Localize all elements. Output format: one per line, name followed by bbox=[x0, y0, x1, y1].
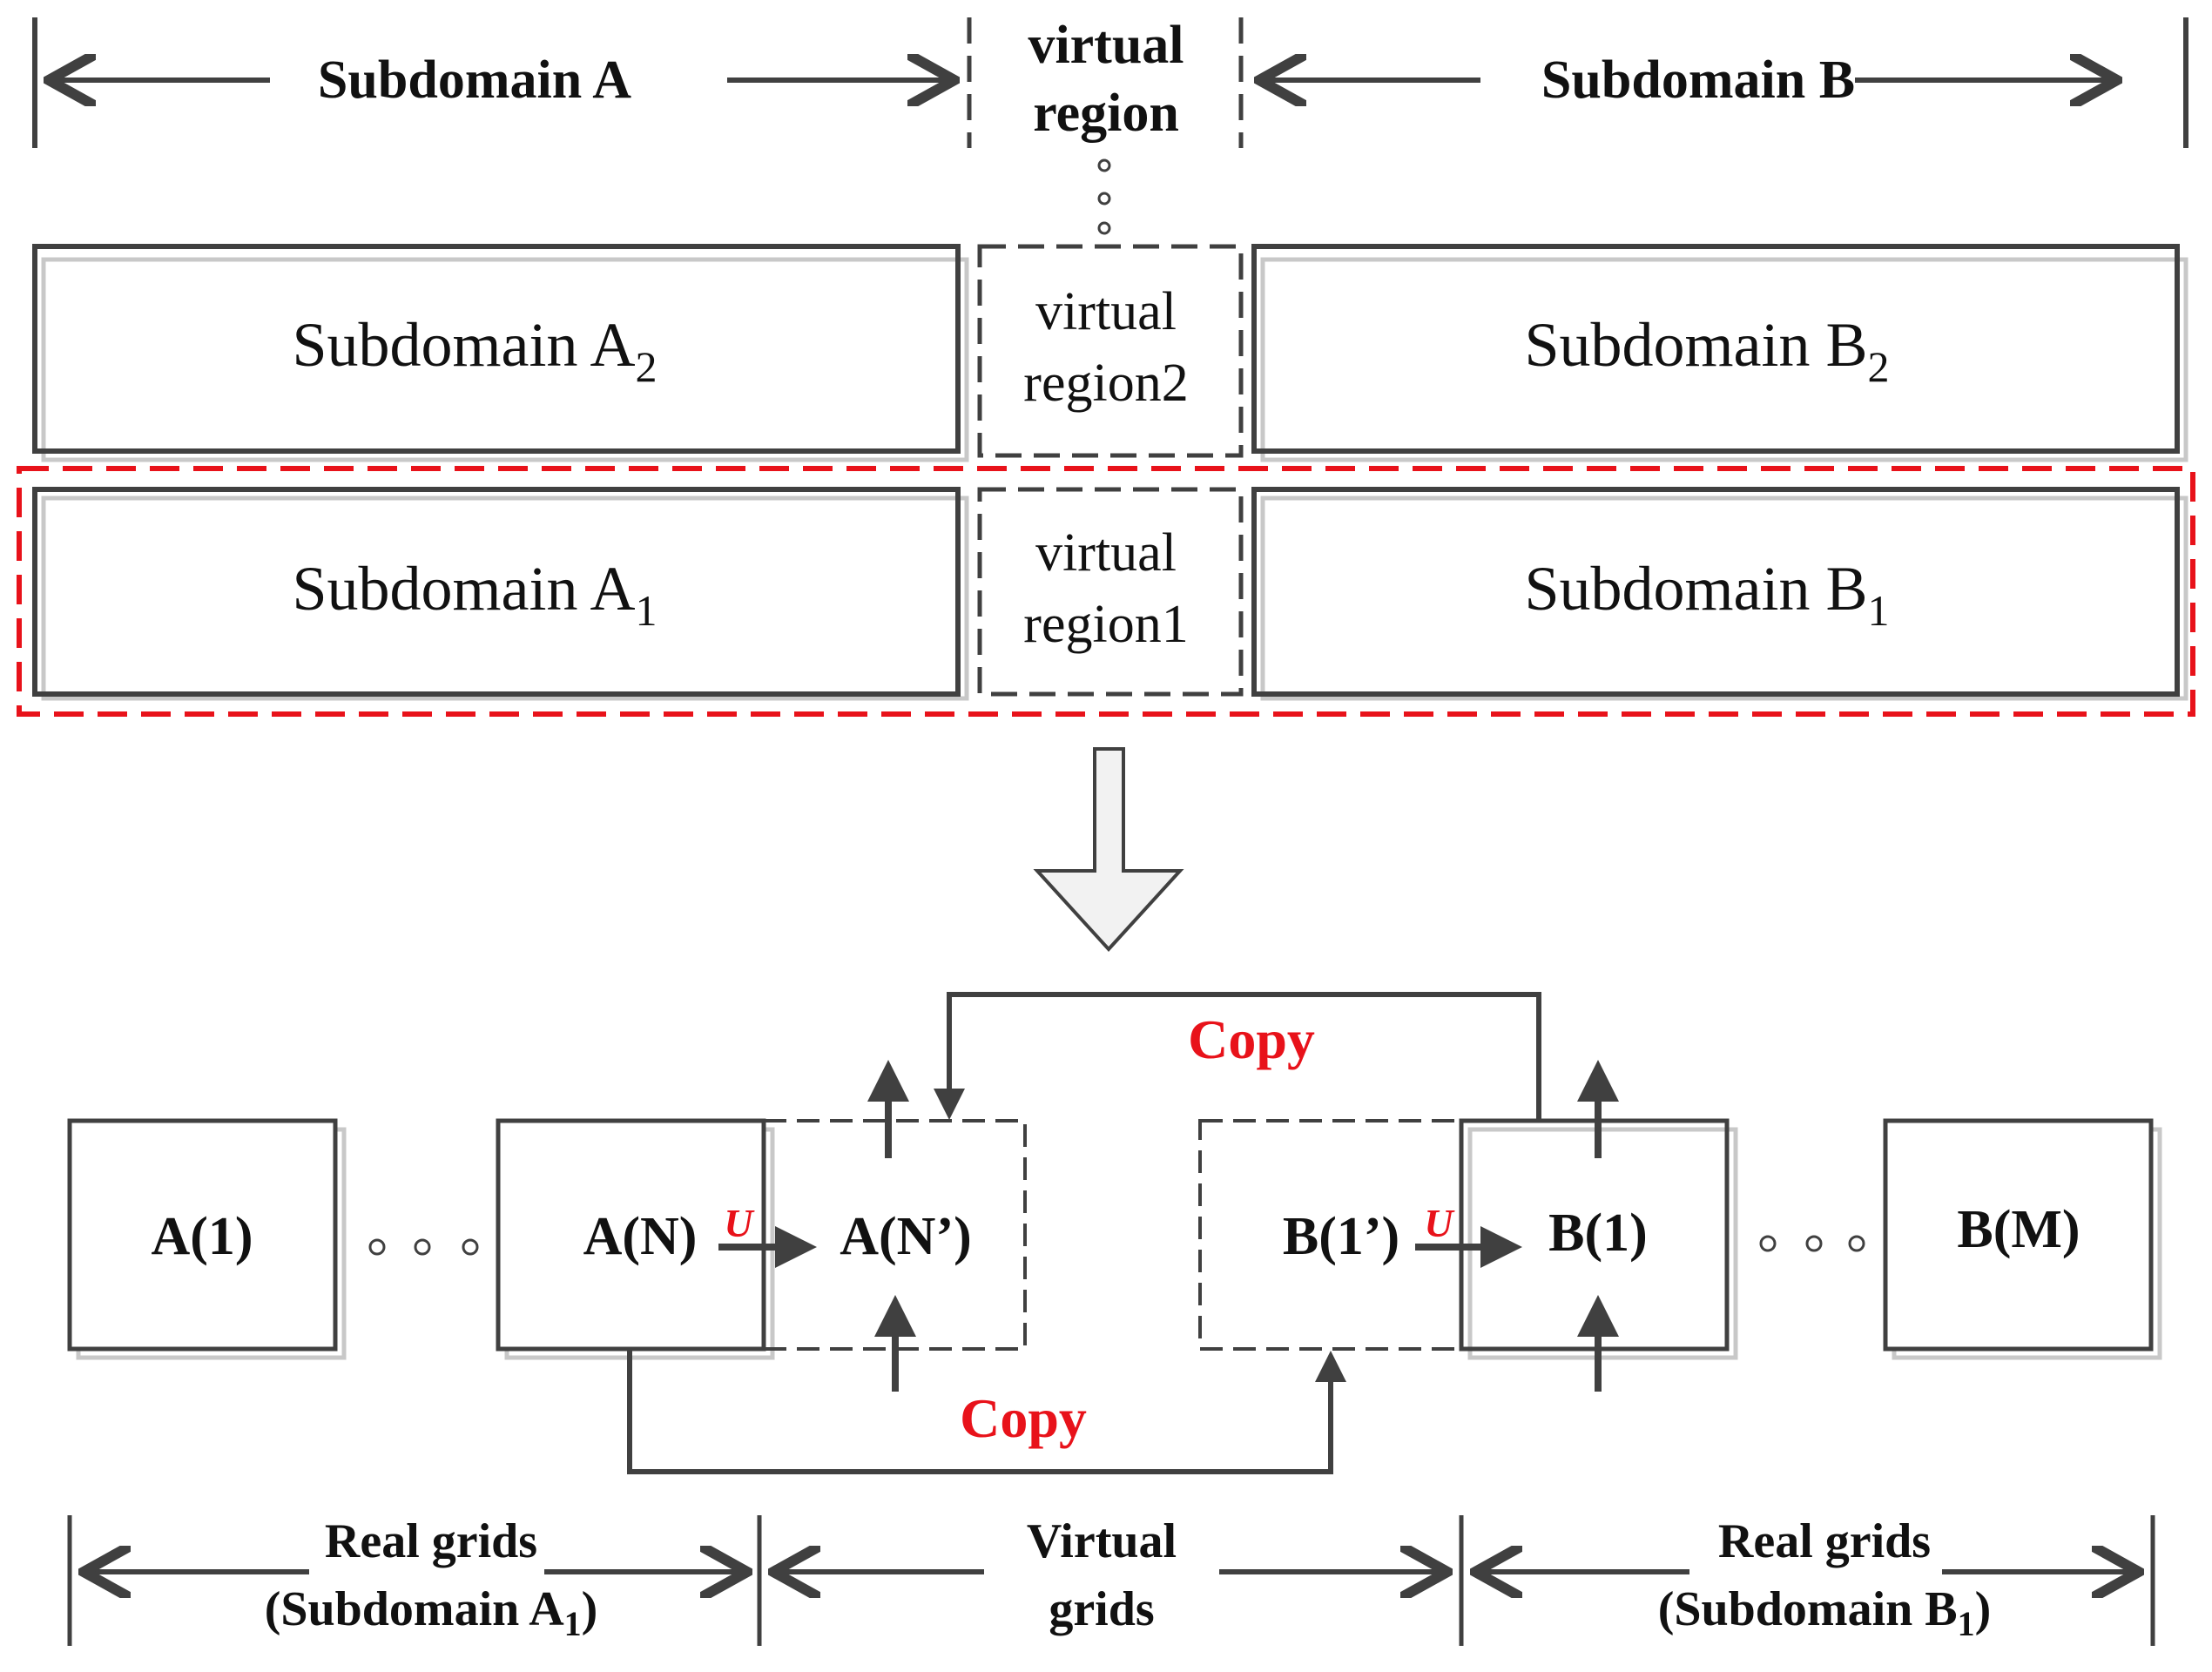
virtual-grids-line2: grids bbox=[1049, 1582, 1154, 1636]
u-label-right: U bbox=[1424, 1201, 1455, 1245]
ellipsis-dots-vertical bbox=[1097, 158, 1111, 235]
grid-cell-b1 bbox=[1459, 1118, 1730, 1352]
grid-row: A(1) A(N) A(N’) B(1’) B(1) B(M) bbox=[67, 1118, 2162, 1360]
grid-cell-b1-label: B(1) bbox=[1548, 1203, 1648, 1263]
copy-top-path bbox=[934, 992, 1541, 1121]
real-a-line1: Real grids bbox=[325, 1514, 537, 1568]
virtual-region2-line2: region2 bbox=[1023, 354, 1188, 413]
virtual-region1-line1: virtual bbox=[1035, 523, 1177, 583]
real-a-line2: (Subdomain A1) bbox=[265, 1582, 598, 1643]
copy-bottom-label: Copy bbox=[960, 1387, 1087, 1449]
subdomain-b2-box bbox=[1251, 244, 2180, 454]
copy-bottom-path bbox=[627, 1349, 1346, 1474]
layer-2: Subdomain A2 virtual region2 Subdomain B… bbox=[32, 244, 2188, 462]
grid-cell-a1-label: A(1) bbox=[151, 1207, 253, 1266]
footer-dimension bbox=[67, 1515, 2155, 1646]
grid-cell-an-label: A(N) bbox=[583, 1207, 698, 1266]
virtual-grids-line1: Virtual bbox=[1027, 1514, 1177, 1568]
u-label-left: U bbox=[724, 1201, 755, 1245]
ellipsis-dots-left bbox=[368, 1238, 479, 1256]
virtual-region2-box bbox=[977, 244, 1244, 458]
grid-cell-an-virtual-label: A(N’) bbox=[840, 1207, 972, 1266]
layer-1-highlight bbox=[17, 466, 2195, 717]
grid-cell-bm-label: B(M) bbox=[1957, 1200, 2080, 1259]
ellipsis-dots-right bbox=[1759, 1235, 1865, 1252]
subdomain-a1-box bbox=[32, 487, 961, 697]
copy-top-label: Copy bbox=[1188, 1008, 1315, 1070]
grid-cell-a1 bbox=[67, 1118, 338, 1352]
grid-cell-an bbox=[496, 1118, 766, 1352]
layer-1: Subdomain A1 virtual region1 Subdomain B… bbox=[17, 466, 2195, 717]
grid-cell-bm bbox=[1883, 1118, 2154, 1352]
real-b-line1: Real grids bbox=[1718, 1514, 1931, 1568]
header-dimension: Subdomain A virtual region Subdomain B bbox=[32, 16, 2188, 235]
subdomain-a-title: Subdomain A bbox=[318, 51, 631, 110]
flow-arrows bbox=[627, 992, 1619, 1474]
virtual-region-title-line2: region bbox=[1033, 84, 1179, 143]
subdomain-a2-box bbox=[32, 244, 961, 454]
subdomain-a2-label: Subdomain A2 bbox=[292, 310, 657, 391]
subdomain-b1-box bbox=[1251, 487, 2180, 697]
subdomain-a1-label: Subdomain A1 bbox=[292, 554, 657, 635]
subdomain-b2-label: Subdomain B2 bbox=[1524, 310, 1889, 391]
virtual-region1-line2: region1 bbox=[1023, 595, 1188, 654]
virtual-region-title-line1: virtual bbox=[1028, 16, 1184, 75]
grid-cell-an-virtual bbox=[762, 1119, 1027, 1351]
subdomain-b1-label: Subdomain B1 bbox=[1524, 554, 1889, 635]
virtual-region1-box bbox=[977, 487, 1244, 697]
transition-down-arrow-icon bbox=[1033, 747, 1184, 952]
real-b-line2: (Subdomain B1) bbox=[1658, 1582, 1992, 1643]
grid-cell-b1-virtual-label: B(1’) bbox=[1283, 1207, 1399, 1266]
virtual-region2-line1: virtual bbox=[1035, 282, 1177, 341]
subdomain-b-title: Subdomain B bbox=[1541, 51, 1855, 110]
